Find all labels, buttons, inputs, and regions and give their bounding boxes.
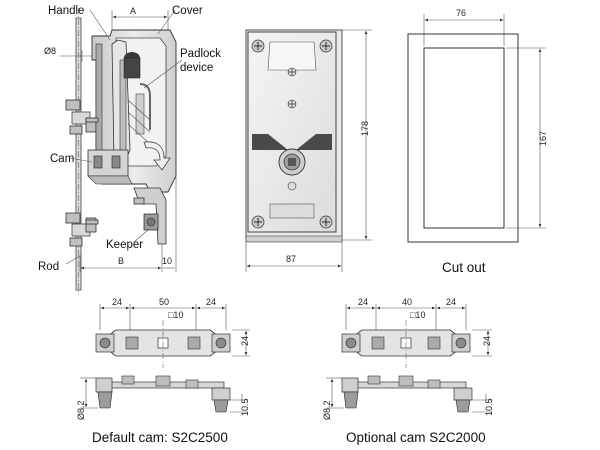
default-cam-offset: 10.5 bbox=[240, 398, 250, 416]
lock-cylinder bbox=[278, 148, 306, 176]
label-rod: Rod bbox=[38, 261, 59, 273]
dimension-a: A bbox=[130, 6, 136, 16]
front-view: 178 87 bbox=[245, 29, 372, 272]
side-view: A Ø8 B 10 Handle Cover Padlock device Ca… bbox=[38, 5, 221, 295]
dimension-b: B bbox=[118, 256, 124, 266]
front-bar-left bbox=[252, 134, 288, 150]
label-padlock: Padlock bbox=[180, 48, 221, 60]
front-bar-right bbox=[296, 134, 332, 150]
optional-cam-dim-center: 40 bbox=[402, 297, 412, 307]
default-cam-dim-right: 24 bbox=[206, 297, 216, 307]
rotation-arrow bbox=[143, 141, 171, 171]
front-screws bbox=[251, 39, 333, 229]
default-cam-side bbox=[95, 375, 231, 413]
cutout-view: 76 167 Cut out bbox=[407, 8, 548, 275]
caption-optional-cam: Optional cam S2C2000 bbox=[346, 430, 486, 445]
default-cam-square: □10 bbox=[168, 310, 183, 320]
optional-cam-square: □10 bbox=[410, 310, 425, 320]
dimension-76: 76 bbox=[456, 8, 466, 18]
default-cam-dim-left: 24 bbox=[112, 297, 122, 307]
optional-cam-dia: Ø8.2 bbox=[322, 400, 332, 420]
cutout-inner bbox=[423, 47, 505, 229]
optional-cam-offset: 10.5 bbox=[484, 398, 494, 416]
caption-cut-out: Cut out bbox=[442, 260, 486, 275]
default-cam-dim-center: 50 bbox=[159, 297, 169, 307]
optional-cam-dim-right: 24 bbox=[446, 297, 456, 307]
keeper bbox=[133, 187, 167, 245]
dimension-167: 167 bbox=[538, 131, 548, 146]
default-cam: 24 50 24 □10 24 Ø8.2 bbox=[76, 297, 250, 445]
optional-cam-dim-left: 24 bbox=[358, 297, 368, 307]
lower-rod-guide bbox=[65, 212, 97, 247]
dimension-178: 178 bbox=[360, 121, 370, 136]
cam bbox=[87, 149, 133, 185]
dimension-dia8: Ø8 bbox=[44, 46, 56, 56]
label-cam: Cam bbox=[50, 153, 74, 165]
caption-default-cam: Default cam: S2C2500 bbox=[92, 430, 228, 445]
upper-rod-guide bbox=[65, 99, 97, 135]
label-keeper: Keeper bbox=[106, 239, 143, 251]
optional-cam-side bbox=[341, 375, 473, 413]
label-padlock-device: device bbox=[180, 62, 213, 74]
label-handle: Handle bbox=[48, 5, 84, 17]
padlock-device bbox=[123, 52, 151, 135]
dimension-10: 10 bbox=[162, 256, 172, 266]
optional-cam-height: 24 bbox=[482, 336, 492, 346]
default-cam-height: 24 bbox=[240, 336, 250, 346]
default-cam-dia: Ø8.2 bbox=[76, 400, 86, 420]
label-cover: Cover bbox=[172, 5, 203, 17]
optional-cam: 24 40 24 □10 24 Ø8.2 bbox=[322, 297, 494, 445]
dimension-87: 87 bbox=[286, 254, 296, 264]
front-face bbox=[247, 31, 337, 233]
